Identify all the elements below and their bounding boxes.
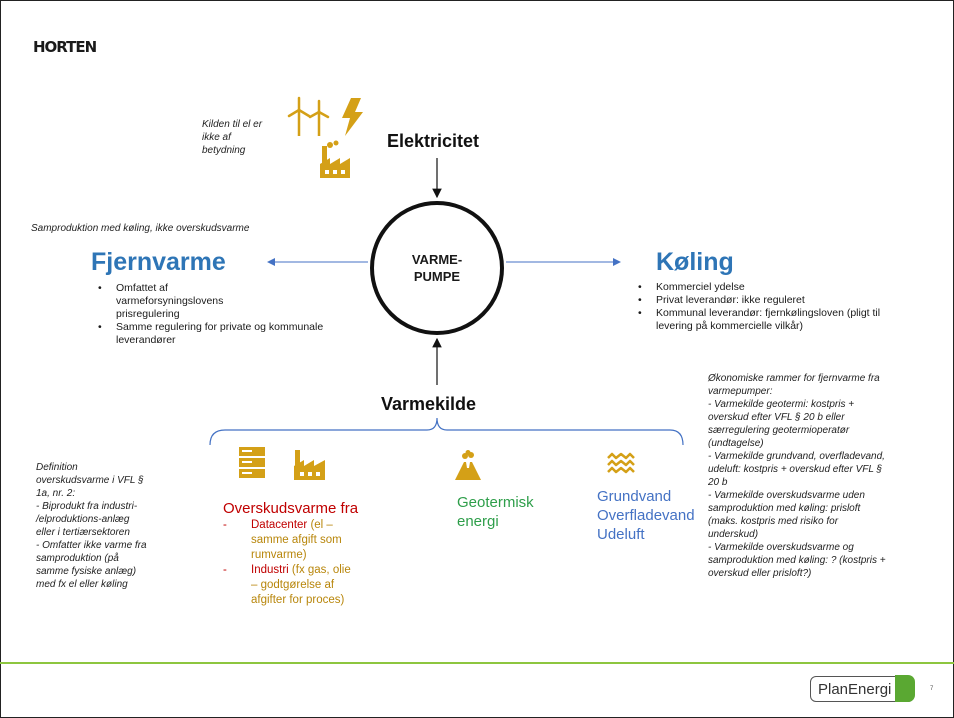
note-line: overskud eller prisloft?) xyxy=(708,568,812,579)
factory-icon xyxy=(320,140,350,178)
note-line: med fx el eller køling xyxy=(36,579,128,590)
district-heating-title: Fjernvarme xyxy=(91,248,226,276)
wind-turbines-icon xyxy=(287,96,330,136)
dash: - xyxy=(223,519,227,531)
note-line: varmepumper: xyxy=(708,386,773,397)
geothermal-line: energi xyxy=(457,513,499,530)
note-line: Økonomiske rammer for fjernvarme fra xyxy=(708,373,880,384)
page-number: 7 xyxy=(930,686,934,692)
ambient-line: Overfladevand xyxy=(597,507,695,524)
note-line: eller i tertiærsektoren xyxy=(36,527,130,538)
cooling-list: Kommerciel ydelse Privat leverandør: ikk… xyxy=(634,281,904,333)
note-line: samproduktion (på xyxy=(36,553,119,564)
note-line: overskudsvarme i VFL § xyxy=(36,475,144,486)
electricity-note-line: ikke af xyxy=(202,132,231,143)
surplus-item-label: Industri xyxy=(251,564,289,576)
note-line: underskud) xyxy=(708,529,759,540)
surplus-heat-title: Overskudsvarme fra xyxy=(223,500,359,517)
factory-icon xyxy=(294,450,325,480)
surplus-item-detail: (el – samme afgift som rumvarme) xyxy=(251,519,342,561)
note-line: udeluft: kostpris + overskud efter VFL § xyxy=(708,464,883,475)
geothermal-label: Geotermisk energi xyxy=(457,493,534,531)
heat-pump-circle: VARME- PUMPE xyxy=(370,201,504,335)
economic-framework-note: Økonomiske rammer for fjernvarme fra var… xyxy=(708,372,948,580)
note-line: - Biprodukt fra industri- xyxy=(36,501,138,512)
note-line: (undtagelse) xyxy=(708,438,764,449)
ambient-line: Grundvand xyxy=(597,488,672,505)
surplus-item-datacenter: - Datacenter (el – samme afgift som rumv… xyxy=(223,518,353,563)
district-heating-list: Omfattet af varmeforsyningslovens prisre… xyxy=(94,282,324,347)
note-line: samme fysiske anlæg) xyxy=(36,566,137,577)
district-heating-note: Samproduktion med køling, ikke overskuds… xyxy=(31,223,250,234)
note-line: særregulering geotermioperatør xyxy=(708,425,850,436)
geothermal-line: Geotermisk xyxy=(457,494,534,511)
brace xyxy=(209,417,684,446)
note-line: - Varmekilde geotermi: kostpris + xyxy=(708,399,855,410)
dash: - xyxy=(223,564,227,576)
server-icon xyxy=(239,447,265,478)
note-line: - Omfatter ikke varme fra xyxy=(36,540,147,551)
note-line: overskud efter VFL § 20 b eller xyxy=(708,412,845,423)
note-line: 1a, nr. 2: xyxy=(36,488,76,499)
note-line: - Varmekilde overskudsvarme uden xyxy=(708,490,865,501)
planenergi-logo: PlanEnergi xyxy=(810,675,915,702)
note-line: - Varmekilde grundvand, overfladevand, xyxy=(708,451,885,462)
district-heating-bullet: Omfattet af varmeforsyningslovens prisre… xyxy=(94,282,276,321)
horten-logo: HORTEN xyxy=(33,38,97,56)
ambient-line: Udeluft xyxy=(597,526,645,543)
note-line: (maks. kostpris med risiko for xyxy=(708,516,839,527)
footer-rule xyxy=(0,662,954,664)
note-line: - Varmekilde overskudsvarme og xyxy=(708,542,854,553)
heat-source-title: Varmekilde xyxy=(381,394,477,414)
heat-pump-label-2: PUMPE xyxy=(413,269,461,284)
note-line: /elproduktions-anlæg xyxy=(36,514,130,525)
electricity-title: Elektricitet xyxy=(387,131,480,151)
electricity-note-line: betydning xyxy=(202,145,246,156)
note-line: Definition xyxy=(36,462,78,473)
surplus-item-industry: - Industri (fx gas, olie – godtgørelse a… xyxy=(223,563,353,608)
cooling-bullet: Privat leverandør: ikke reguleret xyxy=(634,294,904,307)
logo-swoosh xyxy=(895,675,915,702)
surplus-heat-list: - Datacenter (el – samme afgift som rumv… xyxy=(223,518,353,608)
ambient-sources-label: Grundvand Overfladevand Udeluft xyxy=(597,487,695,544)
surplus-item-detail: (fx gas, olie – godtgørelse af afgifter … xyxy=(251,564,351,606)
district-heating-bullet: Samme regulering for private og kommunal… xyxy=(94,321,324,347)
note-line: samproduktion med køling: ? (kostpris + xyxy=(708,555,886,566)
planenergi-logo-text: PlanEnergi xyxy=(818,680,892,698)
note-line: samproduktion med køling: prisloft xyxy=(708,503,861,514)
heat-pump-label-1: VARME- xyxy=(411,252,463,267)
electricity-note: Kilden til el er ikke af betydning xyxy=(202,118,292,157)
surplus-definition-note: Definition overskudsvarme i VFL § 1a, nr… xyxy=(36,461,186,591)
note-line: 20 b xyxy=(708,477,728,488)
cooling-bullet: Kommerciel ydelse xyxy=(634,281,904,294)
surplus-item-label: Datacenter xyxy=(251,519,308,531)
cooling-bullet: Kommunal leverandør: fjernkølingsloven (… xyxy=(634,307,906,333)
electricity-note-line: Kilden til el er xyxy=(202,119,263,130)
volcano-icon xyxy=(455,450,481,480)
lightning-icon xyxy=(342,98,363,136)
waves-icon xyxy=(607,452,635,474)
cooling-title: Køling xyxy=(656,248,734,276)
